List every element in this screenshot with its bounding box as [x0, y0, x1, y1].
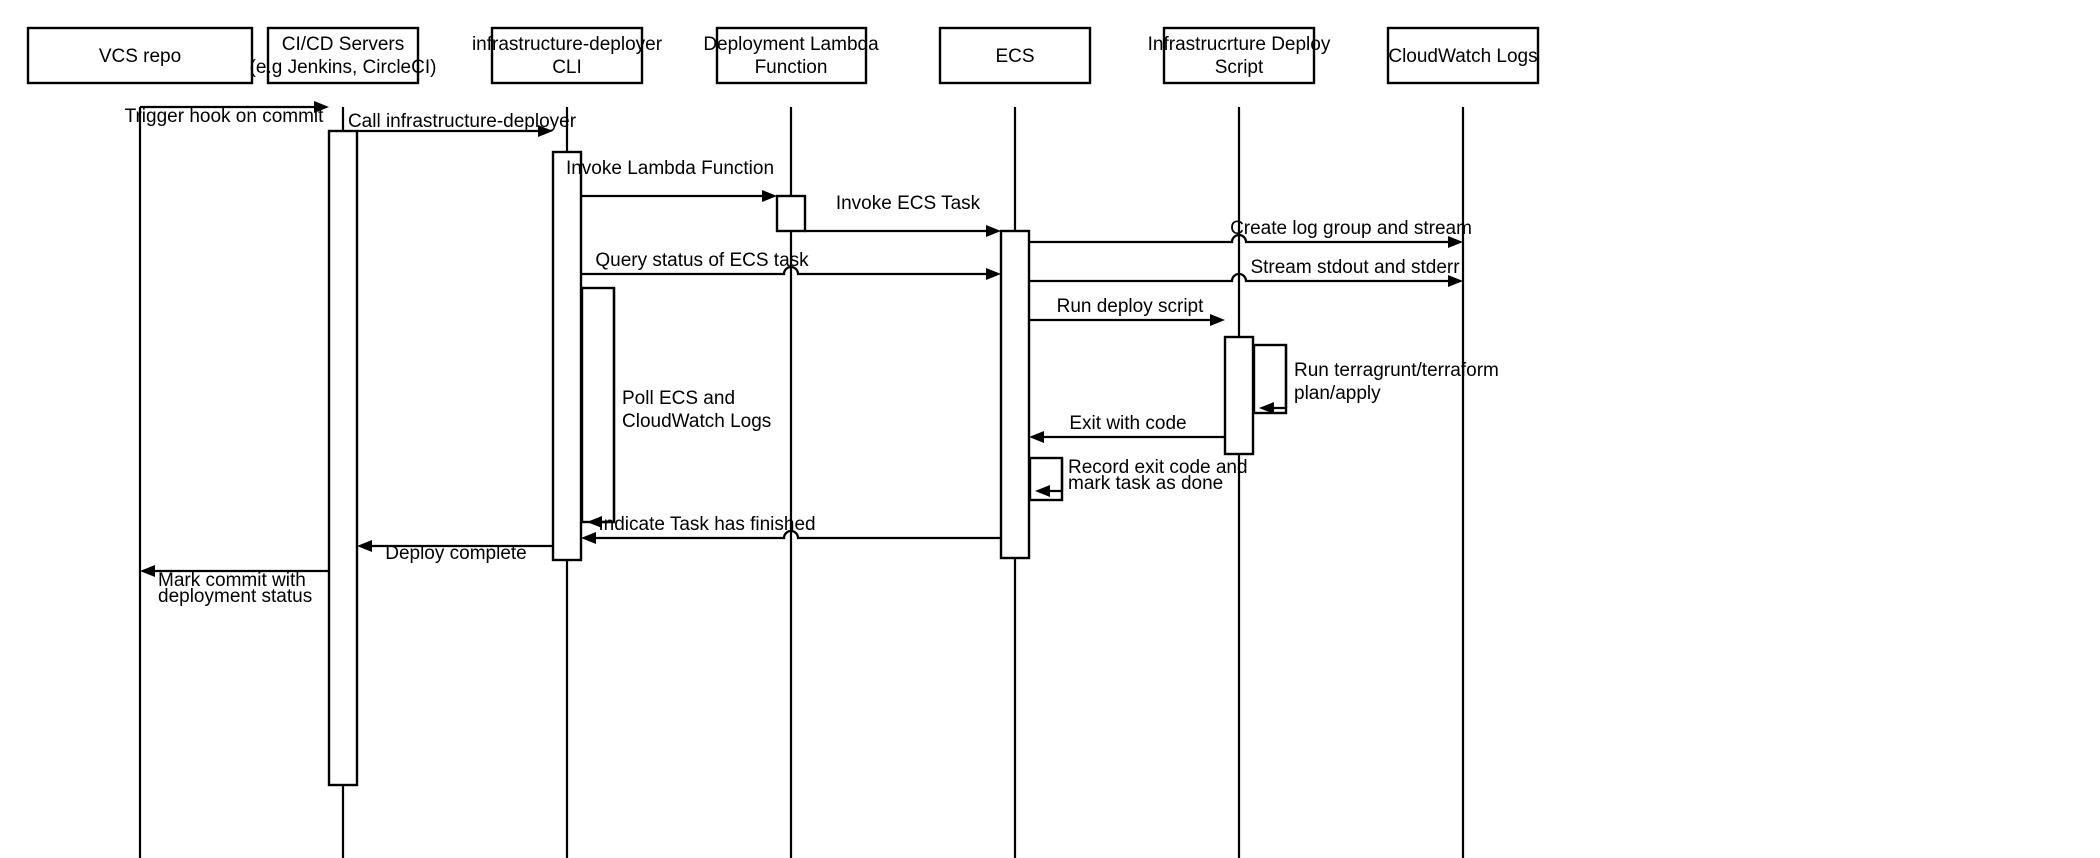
- participant-label-cwlogs: CloudWatch Logs: [1388, 46, 1537, 67]
- participant-box-vcs[interactable]: [26, 26, 254, 85]
- participant-label-lambda-line2: Function: [755, 57, 828, 78]
- activation-ecs: [999, 229, 1031, 560]
- arrowhead-m13: [581, 532, 596, 544]
- message-run-terragrunt-terraform[interactable]: Run terragrunt/terraform plan/apply: [1259, 345, 1499, 414]
- message-label-m4: Invoke ECS Task: [836, 193, 981, 214]
- message-indicate-task-has-finished[interactable]: Indicate Task has finished: [581, 514, 1001, 544]
- participant-vcs[interactable]: VCS repo: [26, 26, 254, 85]
- participant-cwlogs[interactable]: CloudWatch Logs: [1386, 26, 1540, 85]
- message-label-m10-line1: Poll ECS and: [622, 388, 735, 409]
- arrowhead-m11: [1029, 431, 1044, 443]
- participant-box-script[interactable]: [1162, 26, 1316, 85]
- message-label-m6: Query status of ECS task: [595, 250, 809, 271]
- participant-label-cli-line1: infrastructure-deployer: [472, 34, 663, 55]
- participant-label-script-line2: Script: [1215, 57, 1264, 78]
- message-line-m5: [1029, 233, 1457, 244]
- message-poll-ecs-and-cloudwatch-logs[interactable]: Poll ECS and CloudWatch Logs: [587, 288, 771, 528]
- message-line-m13: [587, 529, 1001, 540]
- participant-label-lambda-line1: Deployment Lambda: [703, 34, 879, 55]
- activation-lambda: [775, 194, 807, 233]
- message-mark-commit-with-deployment-status[interactable]: Mark commit with deployment status: [140, 565, 329, 607]
- activation-cli: [551, 150, 583, 562]
- message-label-m9-line1: Run terragrunt/terraform: [1294, 360, 1499, 381]
- message-call-infrastructure-deployer[interactable]: Call infrastructure-deployer: [348, 111, 577, 137]
- message-line-m7: [1029, 272, 1457, 283]
- arrowhead-m8: [1210, 314, 1225, 326]
- participant-label-cicd-line2: (e.g Jenkins, CircleCI): [250, 57, 437, 78]
- arrowhead-m4: [986, 225, 1001, 237]
- participant-box-lambda[interactable]: [715, 26, 868, 85]
- participant-script[interactable]: Infrastrucrture Deploy Script: [1148, 26, 1331, 85]
- message-trigger-hook-on-commit[interactable]: Trigger hook on commit: [125, 101, 329, 127]
- message-label-m9-line2: plan/apply: [1294, 383, 1381, 404]
- arrowhead-m3: [762, 190, 777, 202]
- message-label-m15-line1: Mark commit with: [158, 570, 306, 591]
- message-label-m12-line2: mark task as done: [1068, 473, 1223, 494]
- activation-cli-poll: [580, 286, 616, 524]
- message-label-m2: Call infrastructure-deployer: [348, 111, 577, 132]
- message-label-m12-line1: Record exit code and: [1068, 457, 1248, 478]
- message-invoke-ecs-task[interactable]: Invoke ECS Task: [805, 193, 1001, 237]
- participant-cicd[interactable]: CI/CD Servers (e.g Jenkins, CircleCI): [250, 26, 437, 85]
- arrowhead-m6: [986, 268, 1001, 280]
- message-label-m1: Trigger hook on commit: [125, 106, 325, 127]
- participant-box-ecs[interactable]: [938, 26, 1092, 85]
- participant-box-cli[interactable]: [490, 26, 644, 85]
- arrowhead-m14: [357, 540, 372, 552]
- message-stream-stdout-and-stderr[interactable]: Stream stdout and stderr: [1029, 257, 1463, 287]
- message-label-m15-line2: deployment status: [158, 586, 312, 607]
- message-line-m6: [581, 265, 995, 276]
- message-exit-with-code[interactable]: Exit with code: [1029, 413, 1225, 443]
- message-create-log-group-and-stream[interactable]: Create log group and stream: [1029, 218, 1472, 248]
- arrowhead-m5: [1448, 236, 1463, 248]
- activation-script: [1223, 335, 1255, 456]
- activation-script-terragrunt: [1252, 343, 1288, 415]
- arrowhead-m10: [587, 516, 602, 528]
- participant-label-ecs: ECS: [995, 46, 1034, 67]
- message-label-m13: Indicate Task has finished: [598, 514, 815, 535]
- arrowhead-m7: [1448, 275, 1463, 287]
- message-invoke-lambda-function[interactable]: Invoke Lambda Function: [566, 158, 777, 202]
- arrowhead-m1: [314, 101, 329, 113]
- arrowhead-m12: [1035, 485, 1050, 497]
- message-label-m7: Stream stdout and stderr: [1250, 257, 1460, 278]
- message-label-m10-line2: CloudWatch Logs: [622, 411, 771, 432]
- participant-box-cwlogs[interactable]: [1386, 26, 1540, 85]
- message-label-m8: Run deploy script: [1057, 296, 1205, 317]
- participant-label-vcs: VCS repo: [99, 46, 181, 67]
- arrowhead-m15: [140, 565, 155, 577]
- participant-label-cicd-line1: CI/CD Servers: [282, 34, 404, 55]
- activation-bars-group: [327, 129, 1288, 787]
- message-label-m3: Invoke Lambda Function: [566, 158, 774, 179]
- message-label-m14: Deploy complete: [385, 543, 527, 564]
- message-deploy-complete[interactable]: Deploy complete: [357, 540, 553, 564]
- participant-label-script-line1: Infrastrucrture Deploy: [1148, 34, 1331, 55]
- activation-cicd: [327, 129, 359, 787]
- participant-box-cicd[interactable]: [266, 26, 420, 85]
- message-run-deploy-script[interactable]: Run deploy script: [1029, 296, 1225, 326]
- participant-lambda[interactable]: Deployment Lambda Function: [703, 26, 879, 85]
- message-label-m11: Exit with code: [1069, 413, 1186, 434]
- message-record-exit-code[interactable]: Record exit code and mark task as done: [1035, 457, 1248, 497]
- message-label-m5: Create log group and stream: [1230, 218, 1472, 239]
- participant-ecs[interactable]: ECS: [938, 26, 1092, 85]
- arrowhead-m9: [1259, 402, 1274, 414]
- message-query-status-of-ecs-task[interactable]: Query status of ECS task: [581, 250, 1001, 280]
- arrowhead-m2: [538, 125, 553, 137]
- participant-label-cli-line2: CLI: [552, 57, 582, 78]
- participant-cli[interactable]: infrastructure-deployer CLI: [472, 26, 663, 85]
